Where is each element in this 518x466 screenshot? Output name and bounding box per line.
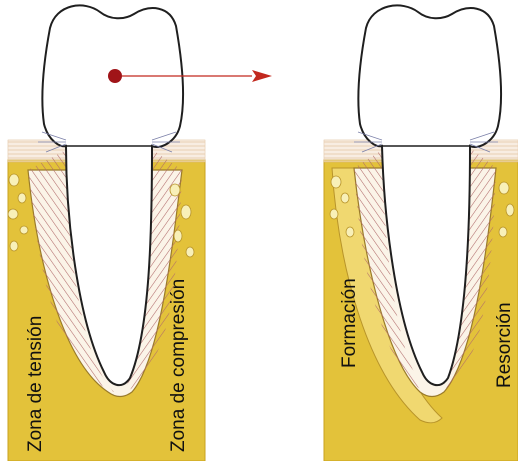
label-resorption: Resorción: [494, 302, 515, 388]
label-tension-zone: Zona de tensión: [25, 316, 46, 452]
force-point: [108, 69, 122, 83]
right-panel: Formación Resorción: [324, 5, 518, 461]
label-compression-zone: Zona de compresión: [168, 279, 189, 452]
force-arrow-head: [252, 70, 272, 82]
left-panel: Zona de tensión Zona de compresión: [8, 5, 272, 461]
label-formation: Formación: [339, 278, 360, 368]
